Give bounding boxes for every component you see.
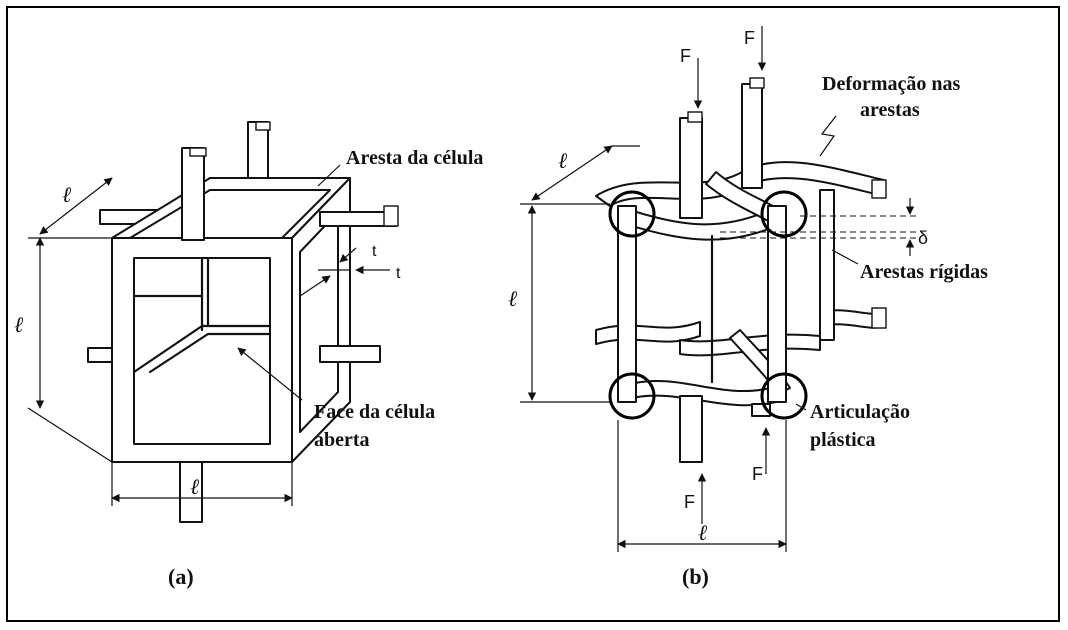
label-thickness-2: t [396, 265, 401, 282]
front-right-rigid-edge [767, 205, 787, 403]
dim-arrow-top [39, 177, 113, 235]
label-open-face-1: Face da célula [314, 401, 435, 423]
label-delta: δ [918, 228, 928, 248]
inner-floor-edge-2 [148, 332, 272, 374]
hinge-circle-bottom-right [760, 372, 808, 420]
leader-cell-edge [317, 164, 341, 187]
caption-b: (b) [682, 564, 709, 589]
cube-right-opening [299, 211, 339, 433]
label-length-top-a: ℓ [62, 182, 72, 207]
panel-b-drawing [595, 77, 887, 463]
front-top-strut [181, 147, 205, 241]
label-thickness-1: t [372, 243, 377, 260]
top-strut-left [679, 117, 703, 219]
label-force-top-left: F [680, 46, 691, 66]
top-strut-cap [871, 179, 887, 199]
label-length-left-a: ℓ [14, 312, 24, 337]
front-bottom-strut [179, 461, 203, 523]
hinge-circle-top-right [760, 190, 808, 238]
label-force-bottom-right: F [752, 464, 763, 484]
back-strut-cap [871, 307, 887, 329]
hinge-circle-bottom-left [608, 372, 656, 420]
label-rigid-edges: Arestas rígidas [860, 261, 988, 283]
thickness-arrow [339, 247, 357, 263]
panel-b-dimensions [520, 115, 916, 552]
label-length-left-b: ℓ [508, 286, 518, 311]
dim-ext-line [27, 407, 113, 463]
label-length-bottom-b: ℓ [698, 520, 708, 545]
label-length-top-b: ℓ [558, 148, 568, 173]
label-edge-deformation-2: arestas [860, 99, 920, 121]
label-force-bottom-left: F [684, 492, 695, 512]
figure-border [6, 6, 1060, 622]
label-length-bottom-a: ℓ [190, 474, 200, 499]
inner-floor-edge [132, 324, 272, 374]
top-strut-left-cap [687, 111, 703, 123]
label-open-face-2: aberta [314, 429, 370, 451]
hinge-circle-top-left [608, 190, 656, 238]
leader-plastic-hinge [795, 403, 807, 411]
label-cell-edge: Aresta da célula [346, 147, 483, 169]
panel-a-drawing [87, 121, 399, 523]
panel-a-dimensions [27, 164, 390, 506]
front-left-rigid-edge [617, 205, 637, 403]
leader-rigid-edges [831, 249, 859, 265]
front-top-strut-cap [189, 147, 207, 157]
top-strut-right [741, 83, 763, 189]
label-force-top-right: F [744, 28, 755, 48]
thickness-arrow [299, 275, 331, 297]
label-edge-deformation-1: Deformação nas [822, 73, 961, 95]
dim-arrow-top-b [531, 145, 613, 201]
leader-edge-deformation [819, 115, 837, 157]
bottom-strut-left [679, 395, 703, 463]
back-top-strut-cap [255, 121, 271, 131]
right-strut-top-cap [383, 205, 399, 227]
leader-open-face [237, 347, 303, 401]
label-plastic-hinge-1: Articulação [810, 401, 910, 423]
panel-b-forces [693, 26, 771, 524]
back-right-rigid-edge [819, 189, 835, 341]
label-plastic-hinge-2: plástica [810, 429, 876, 451]
top-strut-right-cap [749, 77, 765, 89]
caption-a: (a) [168, 564, 194, 589]
right-strut-bottom [319, 345, 381, 363]
